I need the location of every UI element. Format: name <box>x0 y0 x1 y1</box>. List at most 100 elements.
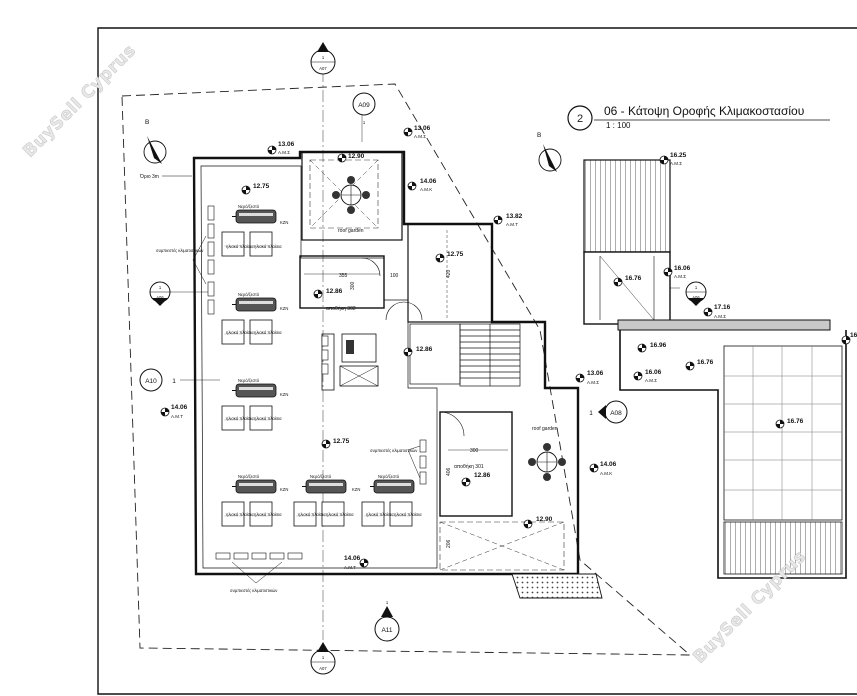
level-1275-c: 12.75 <box>321 438 350 449</box>
svg-text:Α.Μ.Σ: Α.Μ.Σ <box>670 161 682 166</box>
marker-num: 1 <box>322 55 325 60</box>
svg-text:12.75: 12.75 <box>333 438 350 445</box>
marker-label: A07 <box>319 666 327 671</box>
svg-text:12.86: 12.86 <box>326 288 343 295</box>
level-1676-a: 16.76 <box>613 275 642 287</box>
svg-text:Νερό/ζεστό: Νερό/ζεστό <box>238 378 260 383</box>
svg-text:Α.Μ.Τ: Α.Μ.Τ <box>344 565 356 570</box>
level-1676-b: 16.76 <box>685 359 714 371</box>
svg-text:Α.Μ.Τ: Α.Μ.Τ <box>506 222 518 227</box>
dim-100: 100 <box>390 273 399 279</box>
section-marker-a10: A10 1 <box>139 368 176 392</box>
marker-num: 1 <box>386 600 389 605</box>
svg-text:συμπιεστές κλιματιστικών: συμπιεστές κλιματιστικών <box>370 448 417 453</box>
svg-text:16.76: 16.76 <box>625 275 642 282</box>
svg-text:Νερό/ζεστό: Νερό/ζεστό <box>310 474 332 479</box>
svg-text:16.06: 16.06 <box>645 369 662 376</box>
level-16-edge: 16 <box>841 332 857 345</box>
svg-text:16.06: 16.06 <box>674 265 691 272</box>
svg-text:14.06: 14.06 <box>600 461 617 468</box>
svg-text:ηλιακά πλαίσια: ηλιακά πλαίσια <box>226 416 254 421</box>
svg-text:ηλιακά πλαίσια: ηλιακά πλαίσια <box>254 330 282 335</box>
svg-text:ηλιακά πλαίσια: ηλιακά πλαίσια <box>226 244 254 249</box>
dim-206: 206 <box>446 539 452 548</box>
level-1406-d: 14.06Α.Μ.Τ <box>344 555 369 570</box>
svg-text:συμπιεστές κλιματιστικών: συμπιεστές κλιματιστικών <box>230 588 277 593</box>
svg-text:Α.Μ.Τ: Α.Μ.Τ <box>171 414 183 419</box>
svg-text:KZN: KZN <box>280 220 288 225</box>
marker-num: 1 <box>159 285 162 290</box>
svg-text:13.06: 13.06 <box>587 370 604 377</box>
marker-num: 1 <box>363 120 366 125</box>
level-1286-a: 12.86 <box>313 288 343 299</box>
level-1406-b: 14.06Α.Μ.Τ <box>160 404 188 419</box>
svg-text:Α.Μ.Σ: Α.Μ.Σ <box>674 274 686 279</box>
level-1290-a: 12.90 <box>337 153 365 163</box>
svg-text:ηλιακά πλαίσια: ηλιακά πλαίσια <box>254 512 282 517</box>
svg-text:KZN: KZN <box>280 392 288 397</box>
marker-num: 1 <box>172 378 176 385</box>
svg-text:16.96: 16.96 <box>650 342 667 349</box>
level-1606-b: 16.06Α.Μ.Σ <box>633 369 662 383</box>
svg-text:Νερό/ζεστό: Νερό/ζεστό <box>238 474 260 479</box>
svg-text:ηλιακά πλαίσια: ηλιακά πλαίσια <box>326 512 354 517</box>
svg-text:ηλιακά πλαίσια: ηλιακά πλαίσια <box>226 330 254 335</box>
svg-text:ηλιακά πλαίσια: ηλιακά πλαίσια <box>394 512 422 517</box>
level-1406-a: 14.06Α.Μ.Κ <box>407 178 437 192</box>
svg-text:12.86: 12.86 <box>416 346 433 353</box>
level-1306-a: 13.06Α.Μ.Σ <box>267 141 295 155</box>
level-1275-a: 12.75 <box>241 183 270 195</box>
section-marker-a06-right: 1 A06 <box>685 281 707 306</box>
svg-text:Α.Μ.Κ: Α.Μ.Κ <box>600 471 612 476</box>
dim-300b: 300 <box>470 448 479 454</box>
level-1286-b: 12.86 <box>403 346 433 357</box>
svg-text:12.75: 12.75 <box>253 183 270 190</box>
drawing-title: 06 - Κάτοψη Οροφής Κλιμακοστασίου <box>604 104 804 118</box>
marker-num: 1 <box>322 655 325 660</box>
svg-text:ηλιακά πλαίσια: ηλιακά πλαίσια <box>254 416 282 421</box>
marker-num: 1 <box>695 285 698 290</box>
north-arrow-right-icon: B <box>537 132 562 172</box>
section-marker-a11: A11 1 <box>374 600 400 642</box>
svg-text:16.25: 16.25 <box>670 152 687 159</box>
section-marker-a08: A08 1 <box>589 400 628 424</box>
level-1716: 17.16Α.Μ.Σ <box>703 304 731 319</box>
marker-label: A09 <box>358 102 370 109</box>
marker-label: A11 <box>381 627 392 634</box>
level-1382: 13.82Α.Μ.Τ <box>493 213 523 227</box>
dim-300a: 300 <box>350 281 356 290</box>
level-1606-a: 16.06Α.Μ.Σ <box>663 265 691 279</box>
svg-text:Α.Μ.Σ: Α.Μ.Σ <box>714 314 726 319</box>
north-label: B <box>145 119 149 126</box>
svg-text:13.82: 13.82 <box>506 213 523 220</box>
svg-text:ηλιακά πλαίσια: ηλιακά πλαίσια <box>226 512 254 517</box>
marker-label: A10 <box>145 378 157 385</box>
storage-301-label: αποθήκη 301 <box>454 463 484 470</box>
svg-text:12.86: 12.86 <box>474 472 491 479</box>
svg-text:Νερό/ζεστό: Νερό/ζεστό <box>238 292 260 297</box>
level-1696: 16.96 <box>637 342 667 353</box>
svg-text:12.90: 12.90 <box>348 153 365 160</box>
level-1676-c: 16.76 <box>775 418 804 429</box>
marker-label: A06 <box>156 295 164 300</box>
svg-text:Α.Μ.Κ: Α.Μ.Κ <box>420 187 432 192</box>
boundary-note: Όριο 3m <box>139 174 159 180</box>
level-1290-b: 12.90 <box>523 516 553 529</box>
level-1406-c: 14.06Α.Μ.Κ <box>589 461 617 476</box>
svg-text:16: 16 <box>850 332 857 339</box>
level-1306-c: 13.06Α.Μ.Σ <box>575 370 604 385</box>
svg-text:KZN: KZN <box>280 306 288 311</box>
svg-text:KZN: KZN <box>352 487 360 492</box>
section-marker-a06-left: 1 A06 <box>149 281 171 306</box>
marker-label: A08 <box>610 410 622 417</box>
svg-text:συμπιεστές κλιματιστικών: συμπιεστές κλιματιστικών <box>156 248 203 253</box>
dim-420: 420 <box>446 269 452 278</box>
title-number: 2 <box>577 113 583 125</box>
svg-text:14.06: 14.06 <box>420 178 437 185</box>
dim-406: 406 <box>446 467 452 476</box>
svg-text:12.90: 12.90 <box>536 516 553 523</box>
section-marker-a09: A09 1 <box>352 92 376 125</box>
svg-text:ηλιακά πλαίσια: ηλιακά πλαίσια <box>298 512 326 517</box>
svg-text:Α.Μ.Σ: Α.Μ.Σ <box>278 150 290 155</box>
